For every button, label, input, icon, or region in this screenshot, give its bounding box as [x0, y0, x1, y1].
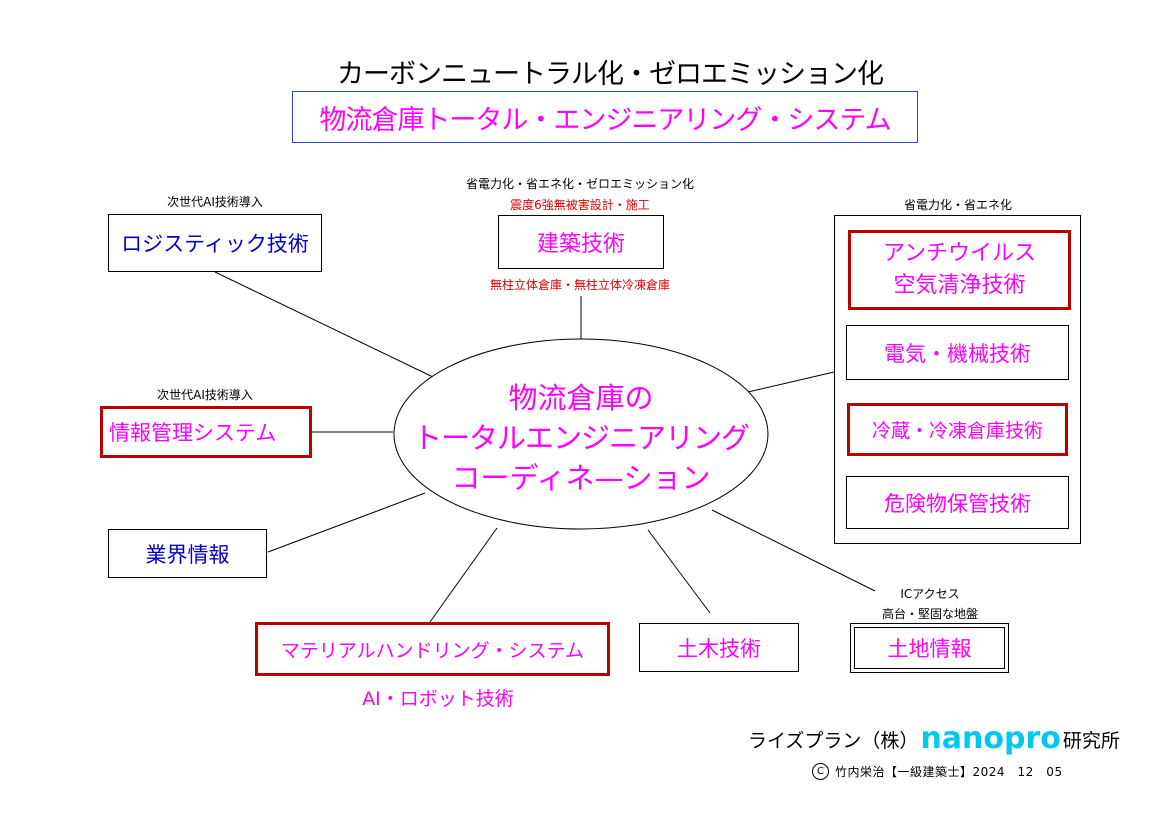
connector-industry: [267, 492, 426, 553]
copyright-icon: C: [812, 762, 829, 780]
hazard-node: 危険物保管技術: [846, 476, 1069, 529]
cold-storage-node: 冷蔵・冷凍倉庫技術: [847, 403, 1068, 456]
info-system-node: 情報管理システム: [100, 406, 312, 458]
center-ellipse: [393, 338, 769, 530]
subtitle: 物流倉庫トータル・エンジニアリング・システム: [319, 104, 891, 136]
group-frame: [834, 215, 1081, 544]
land-note-1: ICアクセス: [900, 587, 960, 601]
center-line-2: トータルエンジニアリング: [412, 421, 750, 455]
material-handling-note: AI・ロボット技術: [362, 688, 514, 710]
company-line: ライズプラン（株） nanopro 研究所: [748, 722, 1148, 756]
page-title: カーボンニュートラル化・ゼロエミッション化: [337, 59, 884, 90]
info-system-note: 次世代AI技術導入: [157, 388, 253, 402]
antivirus-line-2: 空気清浄技術: [893, 273, 1026, 298]
info-system-label: 情報管理システム: [109, 421, 277, 445]
civil-node: 土木技術: [639, 623, 799, 672]
group-note: 省電力化・省エネ化: [903, 198, 1012, 212]
land-node: 土地情報: [850, 623, 1009, 673]
logistics-node: ロジスティック技術: [108, 214, 322, 272]
center-label: 物流倉庫の トータルエンジニアリング コーディネ—ション: [400, 378, 762, 498]
architecture-node: 建築技術: [498, 215, 664, 269]
industry-info-node: 業界情報: [108, 529, 267, 578]
connector-material: [429, 527, 498, 623]
electric-node: 電気・機械技術: [846, 325, 1069, 380]
antivirus-line-1: アンチウイルス: [882, 241, 1037, 266]
land-label: 土地情報: [887, 637, 972, 661]
architecture-note-top: 省電力化・省エネ化・ゼロエミッション化: [465, 177, 694, 191]
subtitle-box: 物流倉庫トータル・エンジニアリング・システム: [292, 91, 918, 143]
material-handling-label: マテリアルハンドリング・システム: [280, 639, 585, 662]
center-line-1: 物流倉庫の: [508, 381, 654, 415]
logistics-label: ロジスティック技術: [121, 232, 309, 256]
architecture-note-red: 震度6強無被害設計・施工: [510, 198, 650, 212]
credit-text: 竹内栄治【一級建築士】2024 12 05: [835, 764, 1063, 779]
connector-group: [747, 371, 835, 393]
credit-line: C 竹内栄治【一級建築士】2024 12 05: [812, 761, 1112, 781]
logistics-note: 次世代AI技術導入: [167, 195, 263, 209]
industry-info-label: 業界情報: [145, 542, 230, 567]
connector-logistics: [214, 271, 436, 379]
company-prefix: ライズプラン（株）: [748, 729, 919, 752]
antivirus-node: アンチウイルス 空気清浄技術: [848, 230, 1071, 310]
land-note-2: 高台・堅固な地盤: [881, 607, 978, 621]
architecture-label: 建築技術: [536, 232, 625, 257]
company-suffix: 研究所: [1062, 729, 1120, 752]
civil-label: 土木技術: [677, 636, 761, 661]
architecture-note-below: 無柱立体倉庫・無柱立体冷凍倉庫: [489, 278, 670, 292]
hazard-label: 危険物保管技術: [884, 491, 1031, 516]
electric-label: 電気・機械技術: [884, 341, 1031, 366]
brand-logo: nanopro: [920, 721, 1061, 756]
center-line-3: コーディネ—ション: [451, 461, 711, 495]
connector-land: [711, 509, 876, 592]
connector-civil: [647, 529, 711, 614]
material-handling-node: マテリアルハンドリング・システム: [255, 622, 610, 676]
cold-storage-label: 冷蔵・冷凍倉庫技術: [871, 420, 1043, 442]
